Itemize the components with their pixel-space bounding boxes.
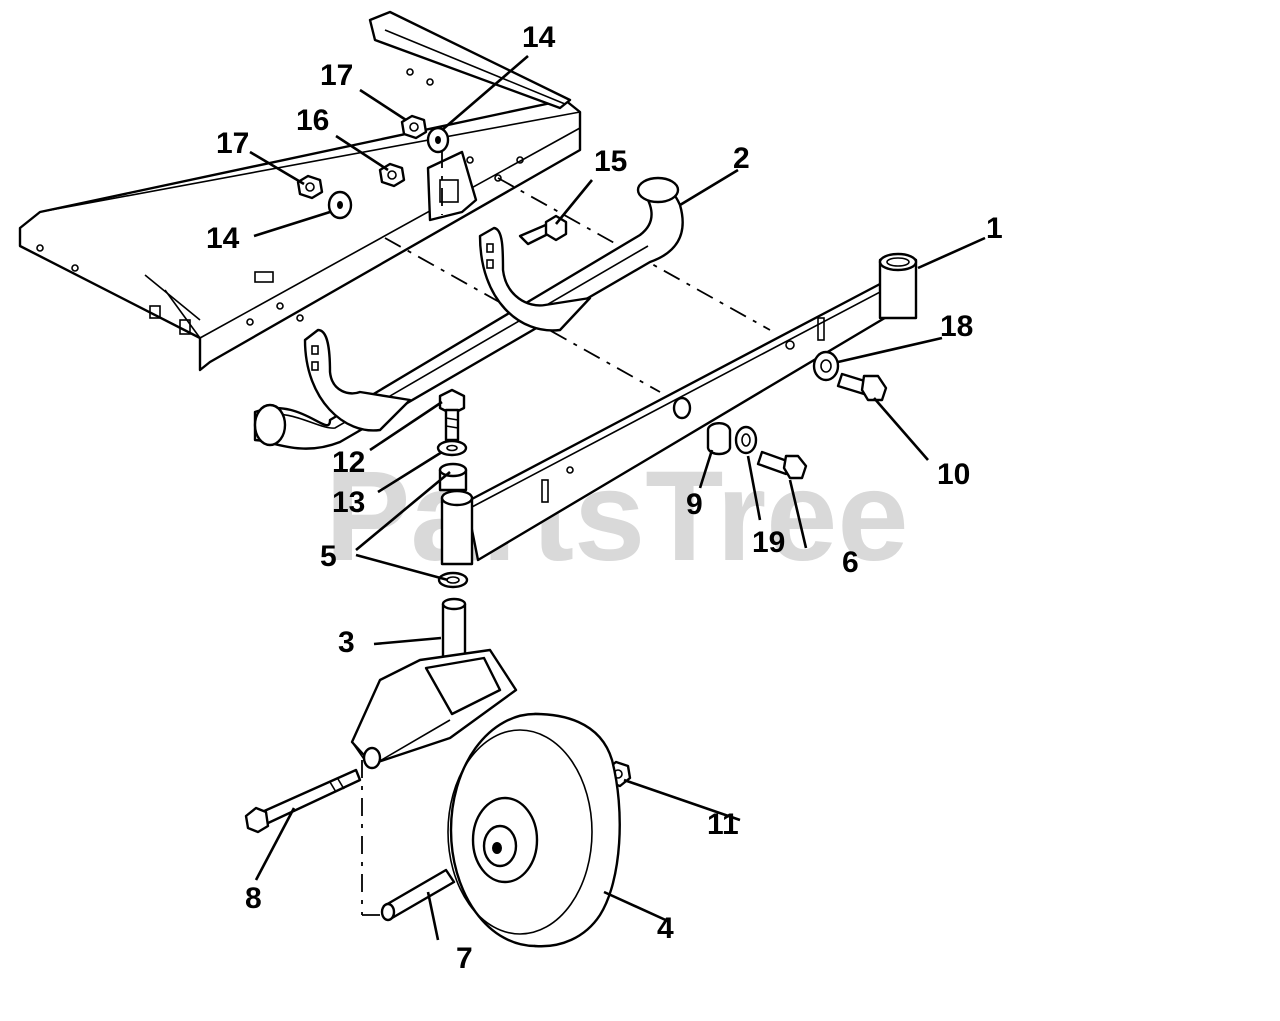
caster-yoke xyxy=(350,597,518,770)
leader-lines xyxy=(249,55,986,941)
callout-7: 7 xyxy=(456,942,473,975)
callout-14-left: 14 xyxy=(206,222,240,255)
callout-10: 10 xyxy=(937,458,970,491)
callout-3: 3 xyxy=(338,626,355,659)
callout-5: 5 xyxy=(320,540,337,573)
callout-14-top: 14 xyxy=(522,21,556,54)
callout-8: 8 xyxy=(245,882,262,915)
hardware xyxy=(296,114,888,788)
yoke-bolt xyxy=(244,768,362,834)
callout-labels: 1 2 3 4 5 6 7 8 9 10 11 12 13 14 14 15 1… xyxy=(206,21,1003,975)
callout-4: 4 xyxy=(657,912,674,945)
front-axle-beam xyxy=(440,252,918,566)
callout-16: 16 xyxy=(296,104,329,137)
wheel-axle-pin xyxy=(380,868,456,922)
callout-18: 18 xyxy=(940,310,973,343)
callout-2: 2 xyxy=(733,142,750,175)
callout-6: 6 xyxy=(842,546,859,579)
callout-17-top: 17 xyxy=(320,59,353,92)
caster-wheel xyxy=(447,712,621,948)
callout-17-left: 17 xyxy=(216,127,249,160)
callout-15: 15 xyxy=(594,145,627,178)
mower-frame xyxy=(18,10,582,372)
callout-9: 9 xyxy=(686,488,703,521)
callout-13: 13 xyxy=(332,486,365,519)
callout-19: 19 xyxy=(752,526,785,559)
callout-12: 12 xyxy=(332,446,365,479)
front-bumper xyxy=(253,176,684,450)
callout-11: 11 xyxy=(707,808,739,841)
callout-1: 1 xyxy=(986,212,1003,245)
